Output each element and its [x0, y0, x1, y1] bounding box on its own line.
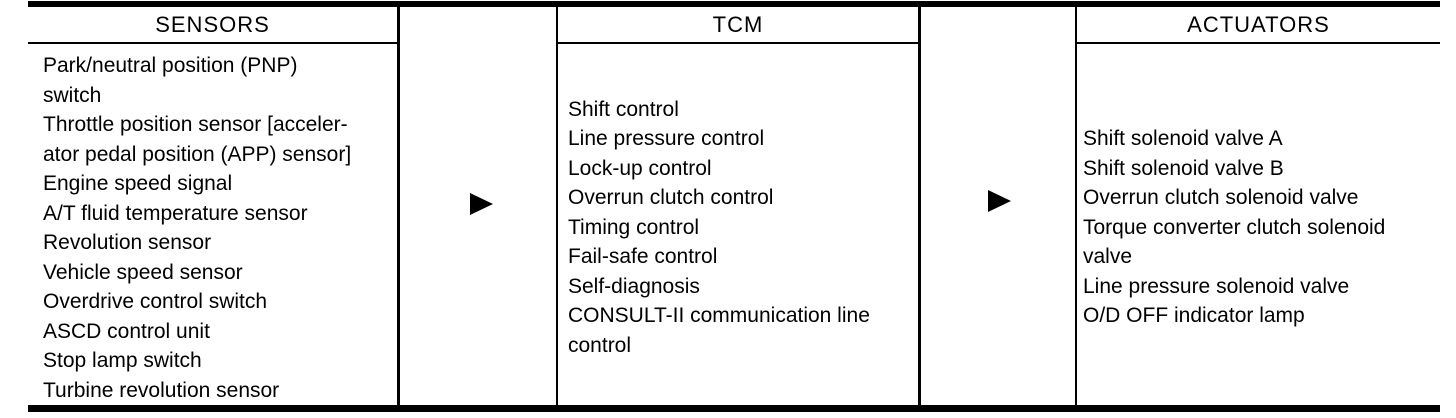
column-header-tcm: TCM	[712, 11, 764, 37]
list-item: Self-diagnosis	[568, 274, 700, 298]
list-item: Fail-safe control	[568, 245, 718, 269]
list-item: Lock-up control	[568, 156, 712, 180]
right-arrow-icon	[988, 190, 1011, 212]
bottom-border	[28, 405, 1440, 412]
tcm-column-left-border	[556, 7, 558, 405]
list-item: Revolution sensor	[43, 231, 212, 254]
sensors-column-right-border	[397, 7, 400, 405]
list-item: CONSULT-II communication line control	[568, 304, 870, 357]
list-item: Overrun clutch solenoid valve	[1083, 186, 1359, 210]
list-item: Timing control	[568, 215, 700, 239]
actuators-header-divider	[1077, 42, 1440, 44]
list-item: Vehicle speed sensor	[43, 260, 243, 284]
sensors-header-divider	[28, 42, 397, 44]
list-item: Line pressure control	[568, 127, 765, 151]
column-header-sensors: SENSORS	[155, 11, 270, 37]
list-item: A/T fluid temperature sensor	[43, 201, 308, 225]
top-border	[28, 1, 1440, 7]
actuators-column-left-border	[1075, 7, 1077, 405]
list-item: Line pressure solenoid valve	[1083, 274, 1350, 298]
list-item: Shift control	[568, 97, 679, 121]
list-item: Throttle position sensor [acceler- ator …	[43, 113, 352, 166]
list-item: ASCD control unit	[43, 319, 210, 343]
right-arrow-icon	[470, 193, 493, 215]
column-header-actuators: ACTUATORS	[1187, 11, 1330, 37]
list-item: Park/neutral position (PNP) switch	[43, 54, 298, 107]
sensors-list: Park/neutral position (PNP) switch Throt…	[43, 51, 399, 405]
list-item: Engine speed signal	[43, 172, 233, 195]
list-item: Shift solenoid valve B	[1083, 156, 1284, 180]
list-item: Turbine revolution sensor	[43, 378, 280, 402]
tcm-header-divider	[558, 42, 918, 44]
list-item: Overrun clutch control	[568, 186, 774, 210]
tcm-list: Shift control Line pressure control Lock…	[568, 44, 918, 405]
tcm-column-right-border	[918, 7, 921, 405]
list-item: Overdrive control switch	[43, 290, 268, 313]
actuators-list: Shift solenoid valve A Shift solenoid va…	[1083, 44, 1440, 405]
list-item: Torque converter clutch solenoid valve	[1083, 215, 1386, 269]
list-item: Stop lamp switch	[43, 349, 202, 372]
list-item: O/D OFF indicator lamp	[1083, 304, 1305, 328]
list-item: Shift solenoid valve A	[1083, 127, 1283, 151]
